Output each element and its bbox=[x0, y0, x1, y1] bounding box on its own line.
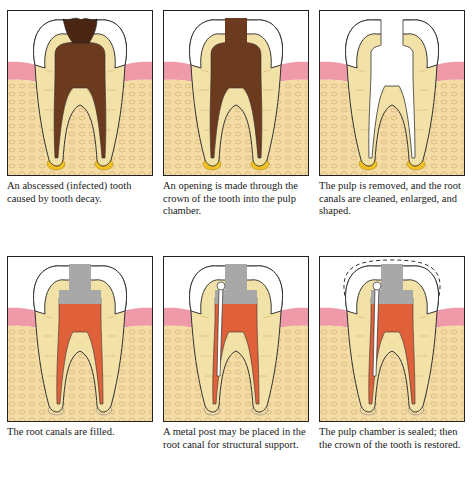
caption: The root canals are filled. bbox=[7, 426, 153, 439]
caption: The pulp chamber is sealed; then the cro… bbox=[319, 426, 465, 451]
caption: An opening is made through the crown of … bbox=[163, 180, 309, 218]
caption: An abscessed (infected) tooth caused by … bbox=[7, 180, 153, 205]
caption: The pulp is removed, and the root canals… bbox=[319, 180, 465, 218]
caption: A metal post may be placed in the root c… bbox=[163, 426, 309, 451]
